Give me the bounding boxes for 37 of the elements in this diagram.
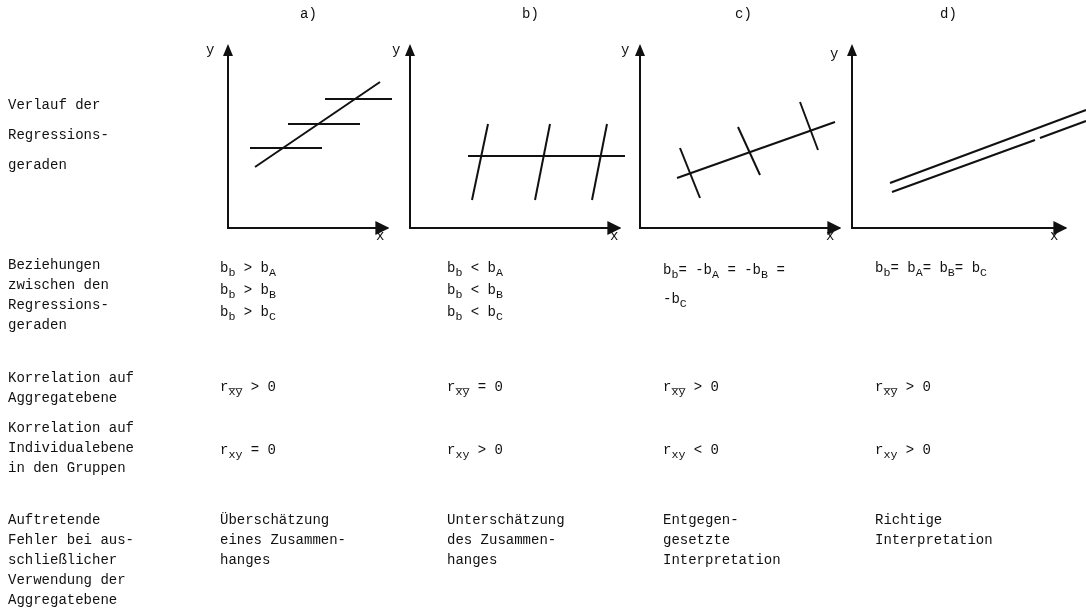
row-heading: Auftretende Fehler bei aus- schließlicher Verwendung der Aggregatebene (8, 511, 134, 610)
row-heading: Beziehungen zwischen den Regressions- geraden (8, 256, 110, 335)
formula: r$_{x̅y̅}$ > 0 (220, 378, 276, 401)
formula: r$_{xy}$ > 0 (875, 441, 931, 464)
column-heading: b) (522, 5, 539, 24)
formula: r$_{x̅y̅}$ > 0 (875, 378, 931, 401)
formula: b$_{b}$= -b$_{A}$ = -b$_{B}$ = -b$_{C}$ (663, 261, 786, 313)
column-heading: a) (300, 5, 317, 24)
formula: r$_{xy}$ > 0 (447, 441, 503, 464)
formula: b$_{b}$ < b$_{B}$ (447, 281, 503, 304)
row-heading: Verlauf der Regressions- geraden (8, 96, 110, 175)
formula: r$_{x̅y̅}$ = 0 (447, 378, 503, 401)
axis-label: x (376, 227, 385, 246)
formula: r$_{x̅y̅}$ > 0 (663, 378, 719, 401)
column-heading: d) (940, 5, 957, 24)
axis-label: y (392, 41, 401, 60)
formula: b$_{b}$ > b$_{C}$ (220, 303, 276, 326)
column-heading: c) (735, 5, 752, 24)
axis-label: y (621, 41, 630, 60)
table-text: Überschätzung eines Zusammen- hanges (220, 511, 348, 570)
axis-label: y (206, 41, 215, 60)
axis-label: y (830, 45, 839, 64)
formula: b$_{b}$ < b$_{C}$ (447, 303, 503, 326)
formula: b$_{b}$ > b$_{B}$ (220, 281, 276, 304)
table-text: Richtige Interpretation (875, 511, 994, 550)
formula: r$_{xy}$ = 0 (220, 441, 276, 464)
table-text: Unterschätzung des Zusammen- hanges (447, 511, 566, 570)
table-text: Entgegen- gesetzte Interpretation (663, 511, 782, 570)
axis-label: x (610, 227, 619, 246)
row-heading: Korrelation auf Aggregatebene (8, 369, 134, 408)
axis-label: x (1050, 227, 1059, 246)
formula: r$_{xy}$ < 0 (663, 441, 719, 464)
axis-label: x (826, 227, 835, 246)
formula: b$_{b}$= b$_{A}$= b$_{B}$= b$_{C}$ (875, 259, 988, 282)
row-heading: Korrelation auf Individualebene in den Gruppen (8, 419, 134, 478)
formula: b$_{b}$ < b$_{A}$ (447, 259, 503, 282)
formula: b$_{b}$ > b$_{A}$ (220, 259, 276, 282)
